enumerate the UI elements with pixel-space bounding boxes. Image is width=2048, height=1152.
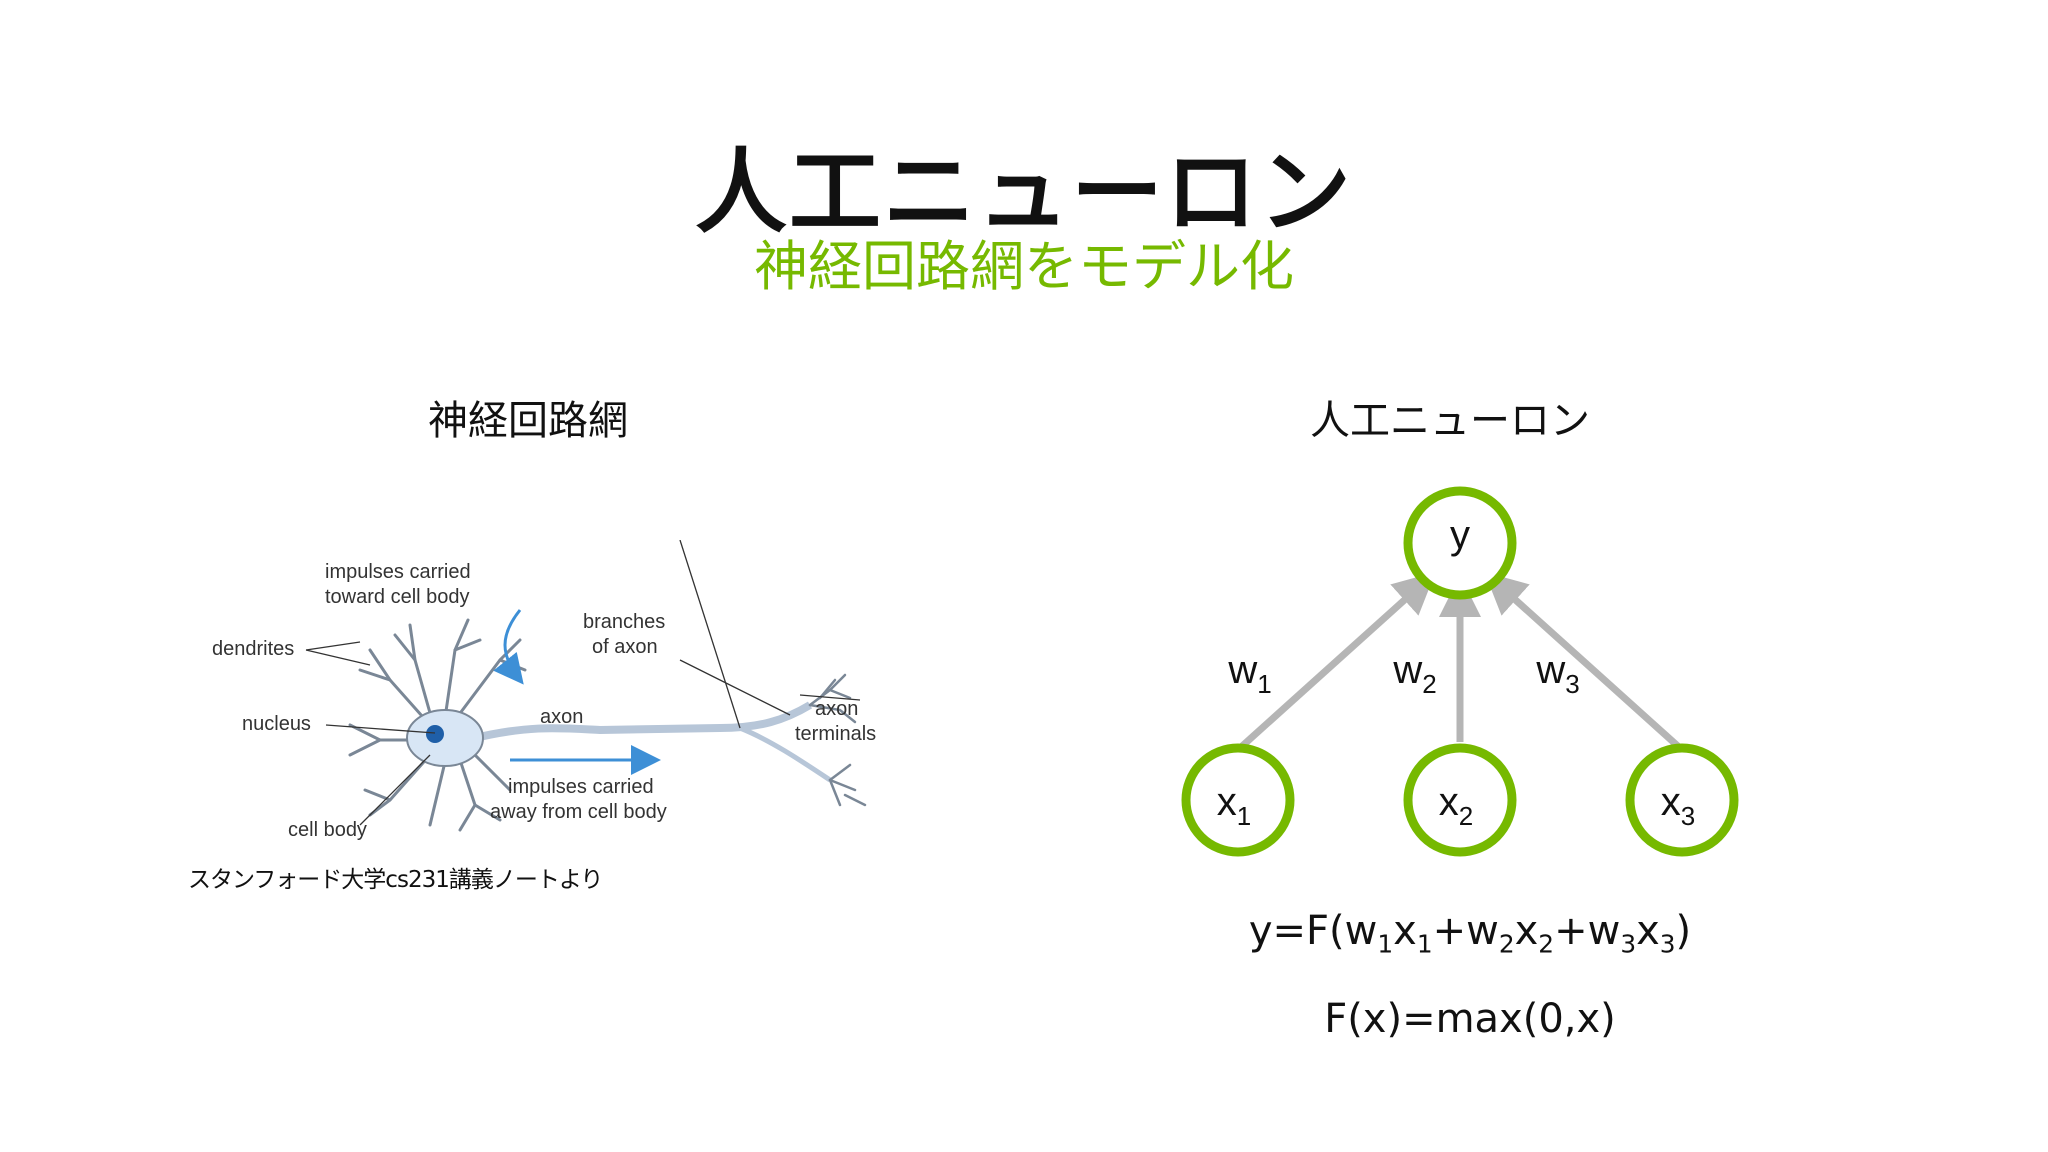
input-label-3: x	[1661, 780, 1681, 824]
formula-x2: x	[1514, 908, 1539, 954]
input-node-3	[1625, 743, 1739, 857]
branches-label-1: branches	[583, 611, 665, 633]
cell-body-shape	[406, 709, 484, 767]
formula-x1: x	[1393, 908, 1417, 954]
formula-x3-sub: 3	[1659, 929, 1676, 959]
formula-w2: w	[1466, 908, 1499, 954]
axon-branch-shape	[739, 725, 832, 783]
svg-text:x3: x3	[1661, 780, 1695, 831]
artificial-neuron-graph: y x1 x2 x3 w1 w2 w3	[1181, 486, 1739, 857]
weight-sub-3: 3	[1565, 669, 1579, 699]
nucleus-shape	[426, 725, 444, 743]
biological-network-heading: 神経回路網	[428, 398, 628, 444]
input-label-2: x	[1439, 780, 1459, 824]
slide-subtitle: 神経回路網をモデル化	[754, 235, 1294, 298]
formula-x1-sub: 1	[1416, 929, 1433, 959]
input-node-1	[1181, 743, 1295, 857]
impulses-in-label-1: impulses carried	[325, 561, 471, 583]
svg-text:w2: w2	[1392, 648, 1436, 699]
svg-text:w1: w1	[1227, 648, 1271, 699]
svg-text:x1: x1	[1217, 780, 1251, 831]
activation-formula: F(x)=max(0,x)	[1324, 996, 1616, 1042]
impulses-out-label-2: away from cell body	[490, 801, 667, 823]
neuron-output-formula: y=F(w1x1+w2x2+w3x3)	[1150, 908, 1790, 959]
leader-lines	[305, 540, 861, 826]
terminals-label-2: terminals	[795, 723, 876, 745]
impulses-out-label-1: impulses carried	[508, 776, 654, 798]
formula-w3: w	[1587, 908, 1621, 954]
weight-sub-1: 1	[1257, 669, 1271, 699]
svg-text:w3: w3	[1535, 648, 1579, 699]
axon-terminals-shape	[808, 673, 867, 807]
artificial-neuron-heading: 人工ニューロン	[1310, 398, 1590, 444]
dendrites-label: dendrites	[212, 638, 294, 660]
impulses-in-label-2: toward cell body	[325, 586, 470, 608]
input-node-2	[1403, 743, 1517, 857]
nucleus-label: nucleus	[242, 713, 311, 735]
formula-x3: x	[1636, 908, 1660, 954]
output-node-label: y	[1450, 513, 1470, 557]
formula-prefix: y=F(	[1248, 908, 1345, 954]
weight-label-1: w	[1227, 648, 1257, 692]
slide-title: 人工ニューロン	[694, 139, 1353, 246]
svg-text:x2: x2	[1439, 780, 1473, 831]
axon-label: axon	[540, 706, 583, 728]
cell-body-label: cell body	[288, 819, 367, 840]
formula-suffix: )	[1675, 908, 1692, 954]
formula-w3-sub: 3	[1620, 929, 1637, 959]
weight-edge-3	[1484, 571, 1683, 751]
input-label-1: x	[1217, 780, 1237, 824]
formula-w1: w	[1344, 908, 1378, 954]
terminals-label-1: axon	[815, 698, 858, 720]
neuron-illustration: impulses carried toward cell body dendri…	[212, 540, 876, 840]
weight-label-3: w	[1535, 648, 1565, 692]
weight-edge-1	[1237, 571, 1436, 751]
formula-plus-1: +	[1432, 908, 1467, 954]
weight-sub-2: 2	[1422, 669, 1436, 699]
branches-label-2: of axon	[592, 636, 658, 658]
input-sub-2: 2	[1459, 801, 1473, 831]
formula-w1-sub: 1	[1377, 929, 1394, 959]
weight-label-2: w	[1392, 648, 1422, 692]
input-sub-3: 3	[1681, 801, 1695, 831]
axon-shape	[474, 701, 813, 742]
input-sub-1: 1	[1237, 801, 1251, 831]
formula-x2-sub: 2	[1538, 929, 1555, 959]
impulse-in-arrow	[493, 609, 524, 685]
formula-plus-2: +	[1554, 908, 1588, 954]
formula-w2-sub: 2	[1498, 929, 1515, 959]
image-credit-caption: スタンフォード大学cs231講義ノートより	[188, 867, 603, 893]
output-node	[1403, 486, 1517, 600]
